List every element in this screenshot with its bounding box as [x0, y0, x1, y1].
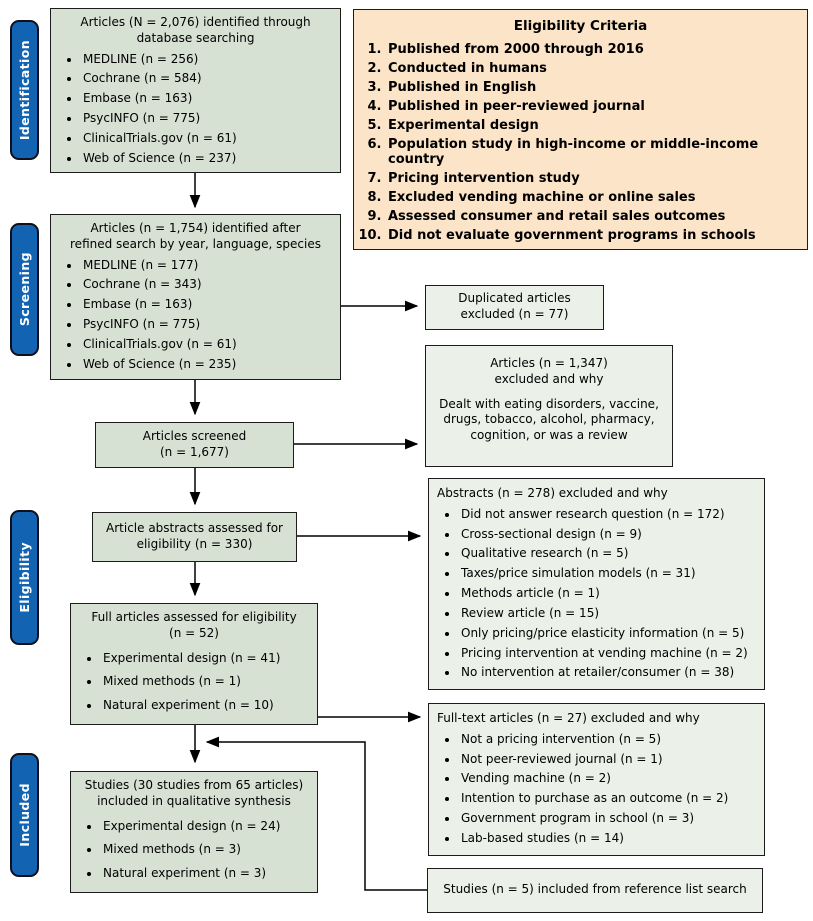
- design-item: Mixed methods (n = 3): [101, 842, 317, 858]
- criteria-item: Population study in high-income or middl…: [386, 137, 807, 167]
- box-full-articles-assessed: Full articles assessed for eligibility (…: [70, 603, 318, 725]
- box-studies-included-title: Studies (30 studies from 65 articles) in…: [84, 778, 304, 808]
- box-articles-screened: Articles screened (n = 1,677): [95, 422, 294, 468]
- source-item: Web of Science (n = 235): [81, 357, 340, 373]
- stage-identification-label: Identification: [17, 39, 32, 141]
- exclusion-reason-item: Not peer-reviewed journal (n = 1): [459, 752, 764, 768]
- box-articles-excluded-reasons: Dealt with eating disorders, vaccine, dr…: [439, 396, 659, 443]
- exclusion-reason-item: Taxes/price simulation models (n = 31): [459, 566, 764, 582]
- box-refined-search-title: Articles (n = 1,754) identified after re…: [70, 221, 321, 251]
- source-item: PsycINFO (n = 775): [81, 317, 340, 333]
- box-database-search: Articles (N = 2,076) identified through …: [50, 8, 341, 173]
- exclusion-reason-item: Lab-based studies (n = 14): [459, 831, 764, 847]
- stage-included: Included: [10, 753, 39, 877]
- source-item: Embase (n = 163): [81, 297, 340, 313]
- eligibility-criteria-title: Eligibility Criteria: [513, 18, 648, 34]
- source-item: MEDLINE (n = 177): [81, 258, 340, 274]
- design-item: Natural experiment (n = 3): [101, 866, 317, 882]
- exclusion-reason-item: Methods article (n = 1): [459, 586, 764, 602]
- stage-screening: Screening: [10, 223, 39, 356]
- box-full-articles-title: Full articles assessed for eligibility (…: [91, 610, 297, 640]
- exclusion-reason-item: Intention to purchase as an outcome (n =…: [459, 791, 764, 807]
- source-item: Cochrane (n = 584): [81, 71, 340, 87]
- exclusion-reason-item: No intervention at retailer/consumer (n …: [459, 665, 764, 681]
- stage-identification: Identification: [10, 20, 39, 160]
- source-item: PsycINFO (n = 775): [81, 111, 340, 127]
- criteria-item: Published from 2000 through 2016: [386, 42, 807, 57]
- criteria-item: Pricing intervention study: [386, 171, 807, 186]
- box-articles-excluded-title: Articles (n = 1,347) excluded and why: [490, 356, 608, 386]
- box-refined-search: Articles (n = 1,754) identified after re…: [50, 214, 341, 380]
- box-database-search-sources: MEDLINE (n = 256) Cochrane (n = 584) Embas…: [51, 52, 340, 167]
- box-refined-search-sources: MEDLINE (n = 177) Cochrane (n = 343) Embas…: [51, 258, 340, 373]
- box-abstracts-excluded-title: Abstracts (n = 278) excluded and why: [437, 486, 668, 500]
- box-abstracts-assessed: Article abstracts assessed for eligibili…: [92, 512, 297, 562]
- exclusion-reason-item: Review article (n = 15): [459, 606, 764, 622]
- box-duplicates-excluded: Duplicated articles excluded (n = 77): [425, 285, 604, 330]
- stage-screening-label: Screening: [17, 252, 32, 327]
- stage-eligibility: Eligibility: [10, 510, 39, 645]
- source-item: Embase (n = 163): [81, 91, 340, 107]
- box-abstracts-assessed-title: Article abstracts assessed for eligibili…: [106, 520, 283, 551]
- box-full-articles-designs: Experimental design (n = 41) Mixed method…: [71, 651, 317, 714]
- criteria-item: Assessed consumer and retail sales outco…: [386, 209, 807, 224]
- design-item: Mixed methods (n = 1): [101, 674, 317, 690]
- eligibility-criteria-list: Published from 2000 through 2016Conducte…: [354, 42, 807, 243]
- box-studies-included: Studies (30 studies from 65 articles) in…: [70, 771, 318, 893]
- exclusion-reason-item: Cross-sectional design (n = 9): [459, 527, 764, 543]
- exclusion-reason-item: Vending machine (n = 2): [459, 771, 764, 787]
- eligibility-criteria-panel: Eligibility Criteria Published from 2000…: [353, 9, 808, 250]
- box-duplicates-excluded-title: Duplicated articles excluded (n = 77): [458, 291, 571, 321]
- exclusion-reason-item: Not a pricing intervention (n = 5): [459, 732, 764, 748]
- source-item: ClinicalTrials.gov (n = 61): [81, 131, 340, 147]
- box-studies-included-designs: Experimental design (n = 24) Mixed method…: [71, 819, 317, 882]
- box-abstracts-excluded-reasons: Did not answer research question (n = 17…: [429, 507, 764, 681]
- design-item: Experimental design (n = 24): [101, 819, 317, 835]
- criteria-item: Conducted in humans: [386, 61, 807, 76]
- source-item: ClinicalTrials.gov (n = 61): [81, 337, 340, 353]
- box-articles-excluded-1347: Articles (n = 1,347) excluded and why De…: [425, 345, 673, 467]
- box-fulltext-excluded-27: Full-text articles (n = 27) excluded and…: [428, 703, 765, 856]
- box-fulltext-excluded-title: Full-text articles (n = 27) excluded and…: [437, 711, 700, 725]
- box-abstracts-excluded-278: Abstracts (n = 278) excluded and why Did…: [428, 478, 765, 690]
- criteria-item: Experimental design: [386, 118, 807, 133]
- source-item: Cochrane (n = 343): [81, 277, 340, 293]
- box-fulltext-excluded-reasons: Not a pricing intervention (n = 5) Not pe…: [429, 732, 764, 847]
- source-item: Web of Science (n = 237): [81, 151, 340, 167]
- box-reference-list-search-title: Studies (n = 5) included from reference …: [443, 882, 747, 897]
- source-item: MEDLINE (n = 256): [81, 52, 340, 68]
- criteria-item: Did not evaluate government programs in …: [386, 228, 807, 243]
- design-item: Experimental design (n = 41): [101, 651, 317, 667]
- criteria-item: Excluded vending machine or online sales: [386, 190, 807, 205]
- exclusion-reason-item: Pricing intervention at vending machine …: [459, 646, 764, 662]
- exclusion-reason-item: Qualitative research (n = 5): [459, 546, 764, 562]
- exclusion-reason-item: Government program in school (n = 3): [459, 811, 764, 827]
- stage-eligibility-label: Eligibility: [17, 542, 32, 613]
- box-reference-list-search: Studies (n = 5) included from reference …: [427, 868, 763, 913]
- design-item: Natural experiment (n = 10): [101, 698, 317, 714]
- criteria-item: Published in English: [386, 80, 807, 95]
- box-database-search-title: Articles (N = 2,076) identified through …: [80, 15, 311, 45]
- exclusion-reason-item: Only pricing/price elasticity informatio…: [459, 626, 764, 642]
- criteria-item: Published in peer-reviewed journal: [386, 99, 807, 114]
- box-articles-screened-title: Articles screened (n = 1,677): [142, 428, 247, 459]
- exclusion-reason-item: Did not answer research question (n = 17…: [459, 507, 764, 523]
- stage-included-label: Included: [17, 783, 32, 847]
